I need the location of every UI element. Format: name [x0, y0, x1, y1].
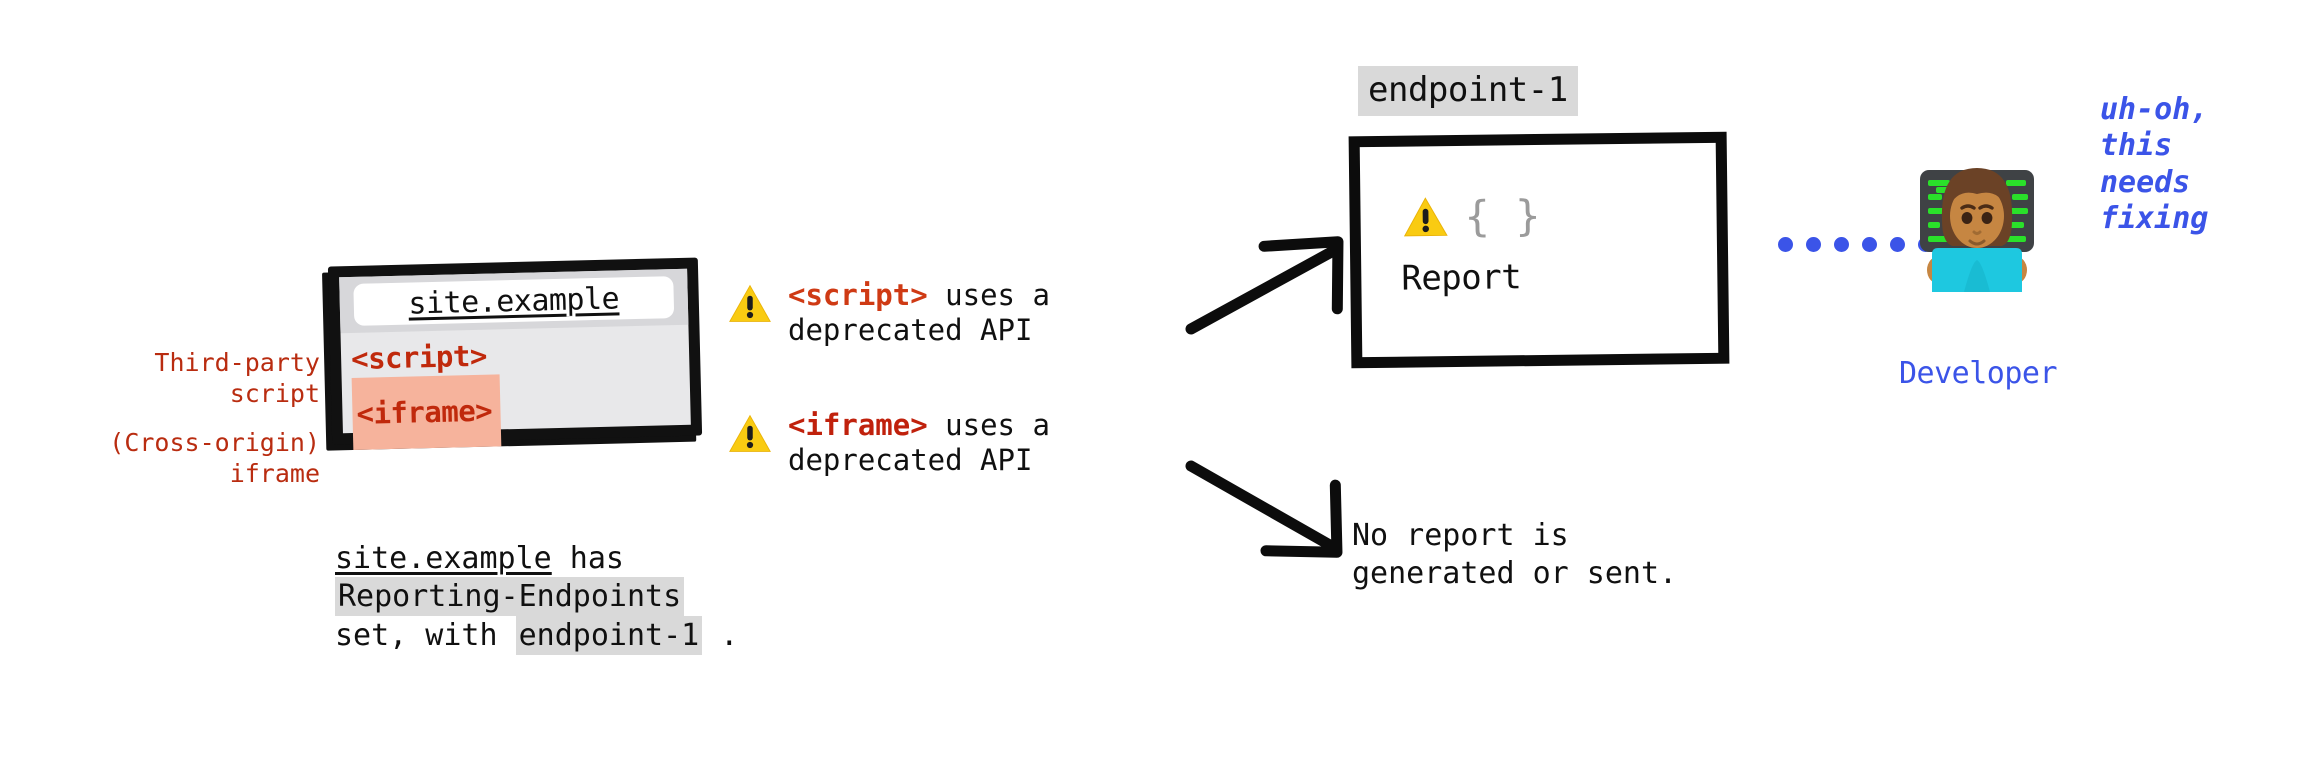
- caption-site-name: site.example: [335, 541, 552, 576]
- warning-script-rest: uses a: [927, 278, 1050, 312]
- warning-triangle-icon: [1403, 197, 1448, 237]
- woman-technologist-icon: [1920, 168, 2034, 292]
- endpoint-box-frame: { } Report: [1348, 131, 1730, 369]
- report-icon-row: { }: [1402, 190, 1541, 241]
- caption-line-1: site.example has: [335, 540, 738, 578]
- caption-set-with: set, with: [335, 617, 516, 653]
- code-iframe-highlight: <iframe>: [351, 374, 502, 450]
- connector-dot: [1834, 237, 1849, 252]
- warning-text-script: <script> uses a deprecated API: [788, 278, 1050, 349]
- code-iframe-tag: <iframe>: [356, 393, 493, 431]
- no-report-text: No report is generated or sent.: [1352, 517, 1677, 594]
- warning-script-tag: <script>: [788, 278, 928, 312]
- developer-quote: uh-oh, this needs fixing: [2100, 92, 2209, 236]
- report-label: Report: [1401, 257, 1522, 299]
- caption-endpoint-chip: endpoint-1: [515, 615, 703, 655]
- browser-chrome-bar: site.example: [339, 268, 689, 334]
- no-report-line-1: No report is: [1352, 518, 1569, 553]
- label-third-party-script: Third-party script: [154, 348, 320, 408]
- warning-iframe-line2: deprecated API: [788, 443, 1033, 478]
- arrow-to-no-report: [1185, 460, 1343, 558]
- warning-triangle-icon: [729, 284, 771, 322]
- warning-triangle-icon: [729, 414, 771, 452]
- endpoint-name-chip: endpoint-1: [1358, 66, 1578, 116]
- warning-row-script: <script> uses a deprecated API: [728, 278, 1050, 349]
- arrow-to-endpoint-box: [1185, 236, 1344, 335]
- warning-iframe-tag: <iframe>: [788, 408, 928, 442]
- connector-dot: [1890, 237, 1905, 252]
- url-text: site.example: [408, 280, 620, 322]
- connector-dot: [1778, 237, 1793, 252]
- connector-dot: [1806, 237, 1821, 252]
- json-braces-icon: { }: [1464, 190, 1541, 241]
- browser-caption: site.example has Reporting-Endpoints set…: [335, 540, 738, 655]
- developer-label: Developer: [1898, 356, 2058, 391]
- browser-page-content: <script> <iframe>: [341, 325, 691, 450]
- browser-window: site.example <script> <iframe>: [322, 257, 703, 451]
- caption-line-3: set, with endpoint-1 .: [335, 615, 739, 655]
- caption-reporting-endpoints-chip: Reporting-Endpoints: [335, 577, 685, 617]
- code-script-tag: <script>: [350, 338, 488, 377]
- browser-window-frame: site.example <script> <iframe>: [327, 257, 703, 450]
- warning-row-iframe: <iframe> uses a deprecated API: [728, 408, 1050, 479]
- caption-line-2: Reporting-Endpoints: [335, 577, 738, 617]
- endpoint-report-box: { } Report: [1348, 131, 1730, 369]
- connector-dot: [1862, 237, 1877, 252]
- label-cross-origin-iframe: (Cross-origin) iframe: [109, 428, 320, 488]
- warning-text-iframe: <iframe> uses a deprecated API: [788, 408, 1050, 479]
- warning-iframe-rest: uses a: [927, 408, 1050, 442]
- warning-script-line2: deprecated API: [788, 313, 1033, 348]
- caption-has: has: [551, 541, 624, 576]
- url-bar[interactable]: site.example: [353, 276, 675, 326]
- caption-period: .: [702, 617, 739, 653]
- no-report-line-2: generated or sent.: [1352, 556, 1678, 592]
